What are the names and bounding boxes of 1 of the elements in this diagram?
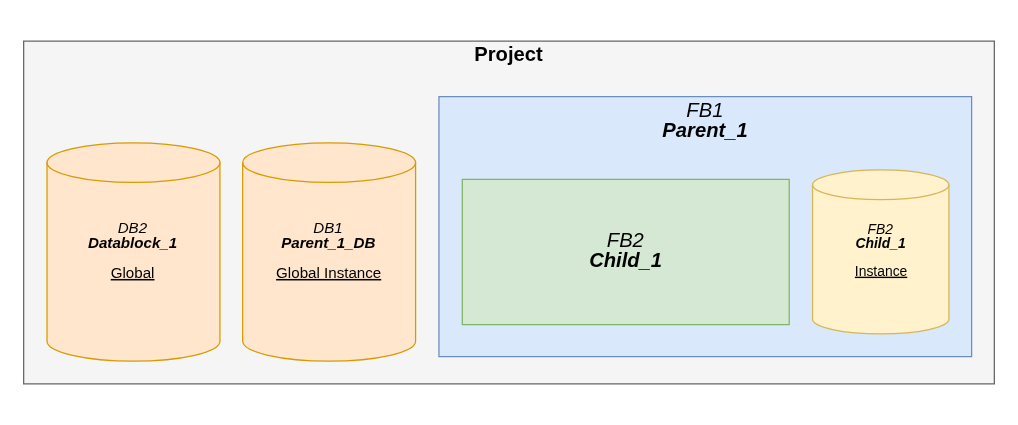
node-box: FB2 Child_1: [461, 178, 790, 326]
